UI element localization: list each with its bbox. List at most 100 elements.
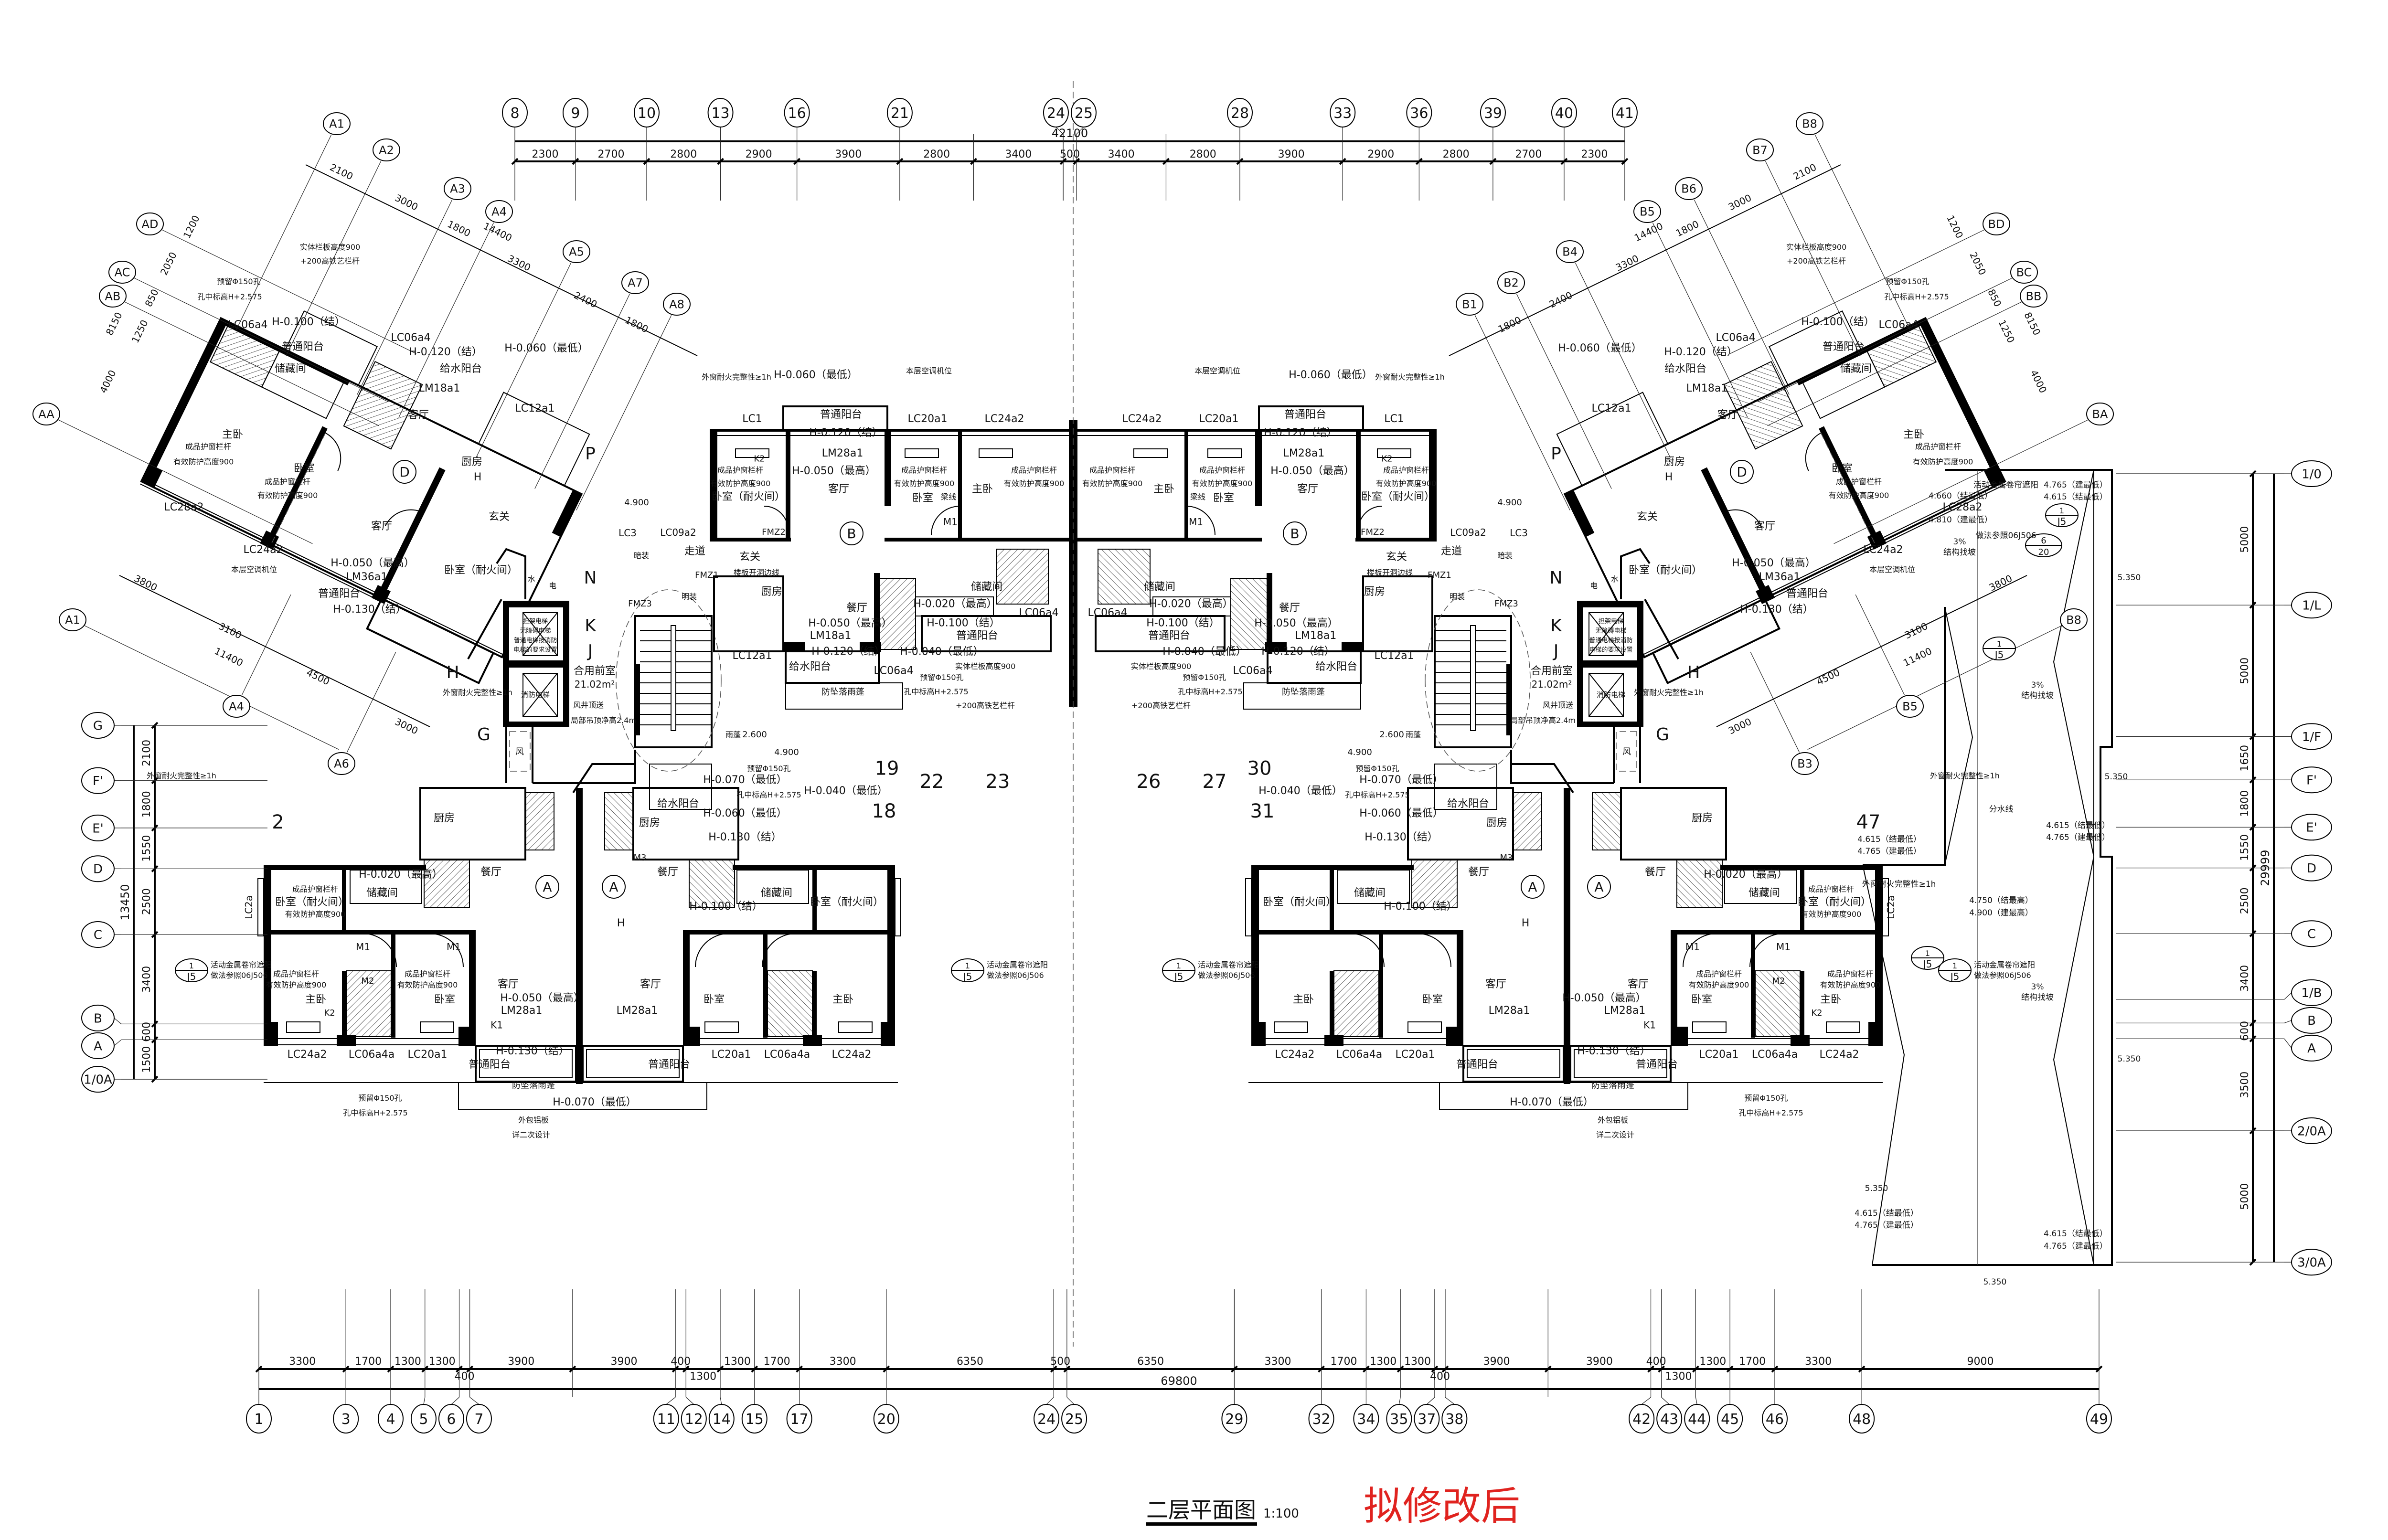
axis-bubble-D [2291, 854, 2332, 882]
wing-axis-bubble [2020, 285, 2047, 308]
rooms-label: 餐厅 [657, 866, 678, 878]
revision-stamp: 拟修改后 [1364, 1484, 1520, 1529]
windows-label: LC06a4 [391, 332, 430, 344]
wing-axis-bubble [323, 112, 351, 135]
windows-label: LC2a [1885, 895, 1897, 919]
notes-label: 本层空调机位 [1869, 565, 1915, 574]
axis-label: 1/F [2302, 730, 2321, 744]
rooms-label: 给水阳台 [1664, 363, 1706, 375]
axis-bubble-43 [1656, 1404, 1683, 1434]
axis-label: 1/0 [2302, 467, 2322, 481]
axis-label: BC [2016, 266, 2032, 279]
windows-label: LC06a4 [228, 319, 267, 331]
dimension-value: 2500 [2239, 887, 2251, 914]
axis-label: AD [142, 218, 159, 231]
detail-number: 1 [1997, 639, 2002, 648]
notes-label: 有效防护高度900 [1829, 491, 1889, 500]
rooms-label: 客厅 [498, 978, 519, 990]
axis-label: 6 [447, 1411, 456, 1428]
notes-label: H-0.130（结） [1577, 1045, 1650, 1057]
notes-label: 成品护窗栏杆 [1808, 885, 1854, 894]
notes-label: 预留Φ150孔 [747, 764, 790, 773]
windows-label: LC24a2 [287, 1049, 327, 1061]
wing-dimension: 8150 [2022, 310, 2043, 337]
notes-label: H-0.060（最低） [1558, 342, 1642, 354]
core-label: 21.02m² [1532, 679, 1572, 690]
notes-label: 楼板开洞边线 [1367, 568, 1413, 577]
notes-label: H-0.070（最低） [703, 774, 787, 786]
core-label: 风井顶送 [573, 701, 604, 710]
windows-label: LC06a4 [874, 665, 913, 677]
rooms-label: 储藏间 [1354, 887, 1386, 899]
notes-label: 成品护窗栏杆 [1199, 466, 1245, 475]
notes-label: 成品护窗栏杆 [1383, 466, 1429, 475]
unit-marker-A [602, 875, 626, 899]
dimension-value: 3400 [1108, 149, 1135, 160]
axis-label: BD [1988, 218, 2005, 231]
roof-terrace-label: 5.350 [1865, 1184, 1888, 1193]
dimension-value: 3300 [830, 1356, 856, 1368]
unit-marker-A [535, 875, 559, 899]
axis-label: 24 [1047, 105, 1065, 122]
notes-label: H-0.130（结） [496, 1045, 569, 1057]
notes-label: 防坠落雨蓬 [1282, 687, 1325, 697]
windows-label: LC1 [1384, 413, 1404, 425]
windows-label: LM28a1 [1489, 1005, 1530, 1017]
doors-label: M1 [447, 941, 461, 953]
rooms-label: 餐厅 [1645, 866, 1666, 878]
notes-label: 孔中标高H+2.575 [1345, 790, 1409, 799]
dimension-value: 1700 [764, 1356, 790, 1368]
notes-label: 成品护窗栏杆 [901, 466, 947, 475]
axis-bubble-36 [1406, 98, 1432, 127]
windows-label: LC28a2 [1942, 501, 1982, 513]
title-underline [1146, 1522, 1257, 1526]
notes-label: H-0.120（结） [409, 346, 482, 358]
axis-label: 41 [1616, 105, 1634, 122]
axis-bubble-G [81, 712, 115, 739]
axis-label: C [2307, 927, 2316, 942]
axis-label: B [2307, 1014, 2316, 1028]
rooms-label: 餐厅 [1468, 866, 1489, 878]
dimension-value: 1300 [1404, 1356, 1431, 1368]
windows-label: LM36a1 [1759, 571, 1801, 583]
notes-label: H-0.120（结） [1264, 427, 1337, 439]
axis-label: B [94, 1011, 102, 1026]
dimension-value: 2100 [141, 740, 153, 766]
wing-dimension: 1250 [1996, 318, 2017, 345]
rooms-label: 厨房 [434, 812, 455, 824]
dimension-value: 9000 [1967, 1356, 1994, 1368]
notes-label: 成品护窗栏杆 [405, 969, 450, 978]
notes-label: H [474, 471, 482, 483]
rooms-label: 玄关 [1637, 511, 1658, 523]
doors-label: FMZ3 [628, 599, 652, 609]
dimension-value: 3300 [1805, 1356, 1832, 1368]
roof-terrace-label: 4.765（建最低） [2046, 833, 2110, 842]
notes-label: 梁线 [1190, 492, 1205, 501]
axis-label: D [93, 862, 103, 877]
notes-label: H [1522, 917, 1530, 929]
notes-label: 外窗耐火完整性≥1h [443, 688, 512, 697]
core-label: J [587, 641, 593, 661]
annotation-text: 做法参照06J506 [1974, 971, 2031, 980]
wing-axis-bubble [444, 177, 471, 200]
axis-label: A6 [334, 757, 349, 771]
notes-label: 预留Φ150孔 [1886, 277, 1929, 286]
grid_marks-label: 23 [986, 771, 1010, 793]
dimension-value: 3400 [141, 966, 153, 993]
axis-label: 20 [877, 1411, 896, 1428]
wing-dimension: 2100 [328, 161, 355, 182]
core-label: 电 [549, 581, 556, 590]
doors-label: M1 [1189, 516, 1203, 528]
core-label: 合用前室 [574, 665, 616, 677]
unit-label: A [543, 879, 552, 895]
rooms-label: 卧室 [1422, 994, 1443, 1006]
annotation-text: 活动金属卷帘遮阳 [211, 960, 272, 969]
axis-label: BB [2026, 290, 2042, 303]
windows-label: LM28a1 [617, 1005, 658, 1017]
rooms-label: 玄关 [1386, 551, 1407, 563]
axis-label: 13 [711, 105, 729, 122]
drawing-scale: 1:100 [1263, 1507, 1299, 1521]
axis-bubble-25 [1061, 1404, 1087, 1434]
rooms-label: 主卧 [972, 483, 993, 495]
windows-label: LC09a2 [660, 527, 696, 538]
